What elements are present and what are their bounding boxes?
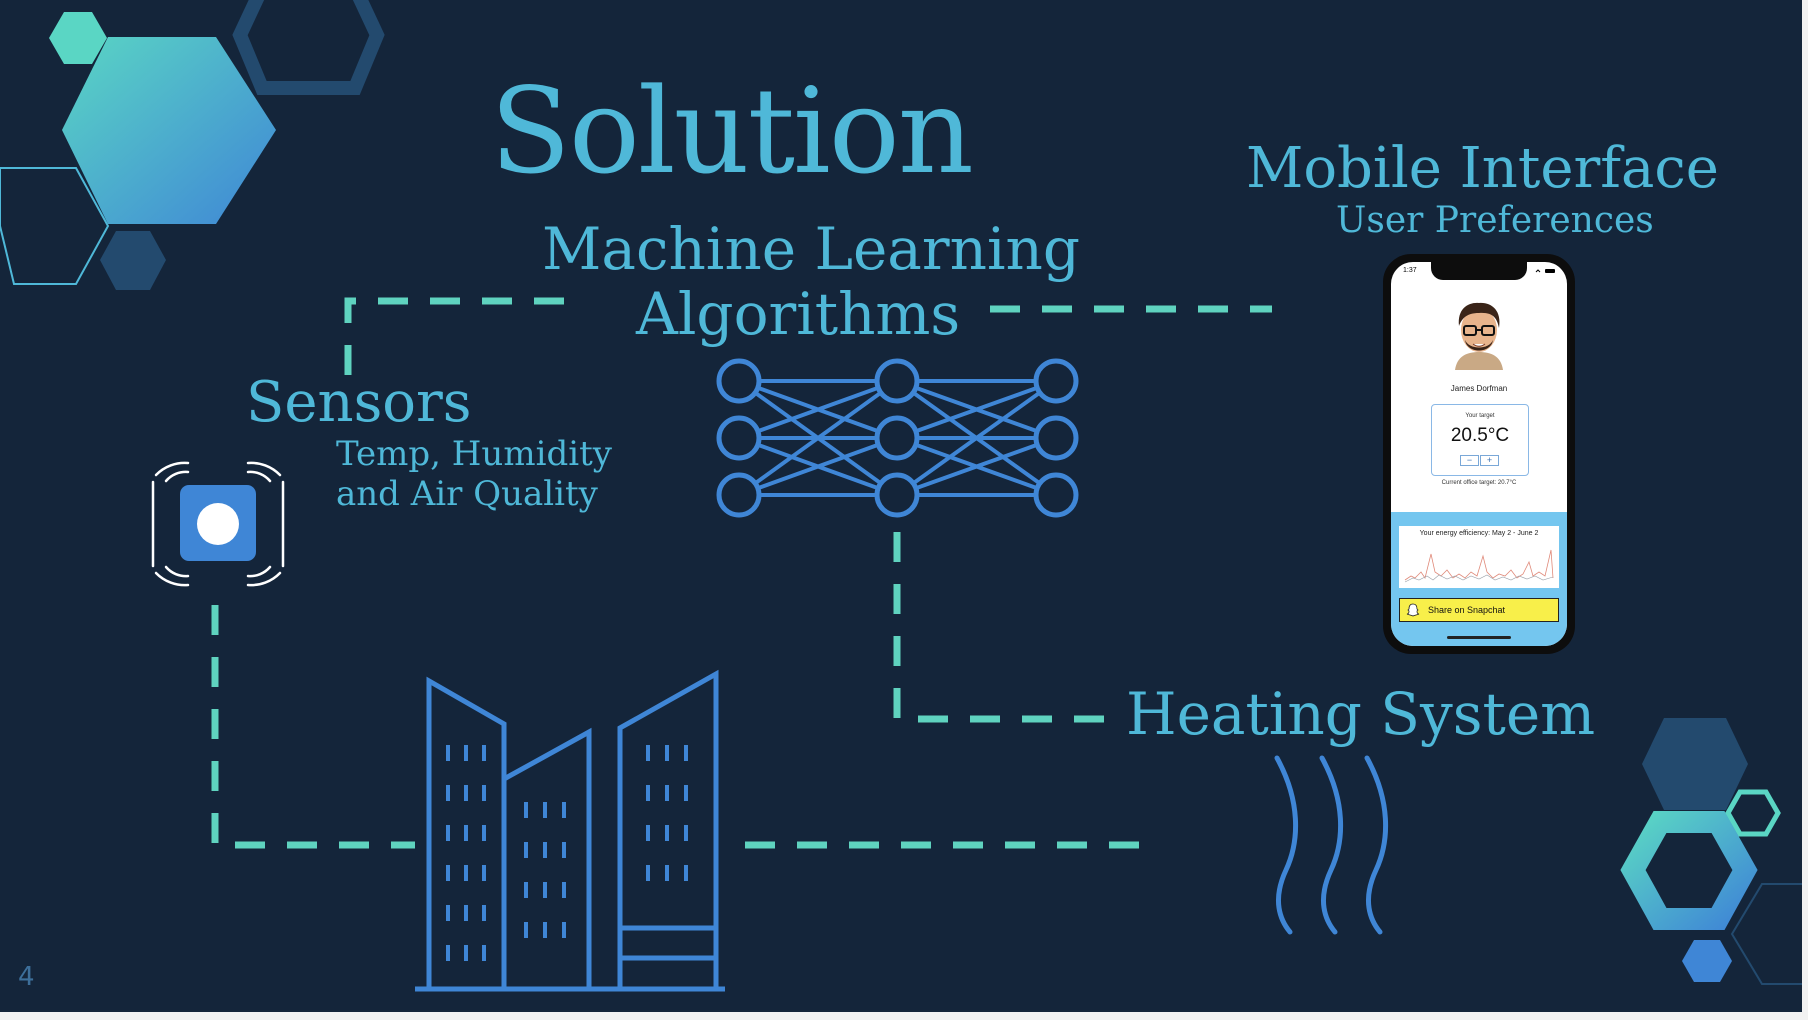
hex-large-gradient (62, 37, 276, 224)
increment-button[interactable]: + (1480, 455, 1499, 466)
mobile-interface-subtitle: User Preferences (1336, 200, 1654, 241)
heat-waves-icon (1277, 758, 1386, 932)
slide-number: 4 (18, 962, 35, 992)
phone-notch (1431, 262, 1527, 280)
decrement-button[interactable]: − (1460, 455, 1479, 466)
target-value: 20.5°C (1432, 425, 1528, 447)
phone-mockup: 1:37 James Dorfman Your target 20.5°C (1383, 254, 1575, 654)
sensor-icon (153, 463, 283, 585)
snapchat-icon (1406, 603, 1420, 617)
slide-bottom-edge (0, 1012, 1808, 1020)
office-target: Current office target: 20.7°C (1391, 480, 1567, 486)
hex-small-teal (49, 12, 107, 64)
status-icons (1535, 268, 1557, 274)
status-time: 1:37 (1403, 267, 1417, 274)
hex-small-navy (100, 231, 166, 290)
hex-outline-navy (240, 0, 377, 88)
mobile-interface-title: Mobile Interface (1246, 136, 1719, 201)
sensors-title: Sensors (246, 370, 472, 435)
connector-sensors-ml (348, 301, 574, 375)
hex-br-blue (1682, 940, 1732, 982)
sensors-subtitle-line1: Temp, Humidity (336, 434, 612, 474)
efficiency-card: Your energy efficiency: May 2 - June 2 (1399, 526, 1559, 588)
share-snapchat-label: Share on Snapchat (1428, 605, 1505, 615)
efficiency-sparkline (1403, 542, 1555, 584)
target-stepper: − + (1460, 455, 1500, 466)
heating-system-title: Heating System (1126, 680, 1595, 748)
user-name: James Dorfman (1391, 384, 1567, 393)
target-label: Your target (1432, 413, 1528, 419)
ml-title-line1: Machine Learning (542, 215, 1080, 283)
share-snapchat-button[interactable]: Share on Snapchat (1399, 598, 1559, 622)
home-indicator (1447, 636, 1511, 639)
neural-network-icon (719, 361, 1076, 515)
hex-br-outline-gradient (1633, 822, 1745, 919)
avatar-icon (1447, 298, 1511, 370)
ml-title-line2: Algorithms (636, 280, 960, 348)
slide-right-edge (1802, 0, 1808, 1020)
target-card: Your target 20.5°C − + (1431, 404, 1529, 476)
connector-ml-heating (897, 532, 1106, 719)
connector-sensor-building (215, 605, 415, 845)
efficiency-title: Your energy efficiency: May 2 - June 2 (1399, 530, 1559, 537)
hex-br-navy (1642, 718, 1748, 810)
phone-screen: 1:37 James Dorfman Your target 20.5°C (1391, 262, 1567, 646)
hex-br-outline-teal-small (1728, 792, 1778, 834)
slide-title: Solution (490, 62, 972, 200)
hex-br-outline-thin (1732, 884, 1808, 984)
building-icon (415, 674, 725, 989)
efficiency-panel: Your energy efficiency: May 2 - June 2 S… (1391, 512, 1567, 646)
sensors-subtitle-line2: and Air Quality (336, 474, 598, 514)
